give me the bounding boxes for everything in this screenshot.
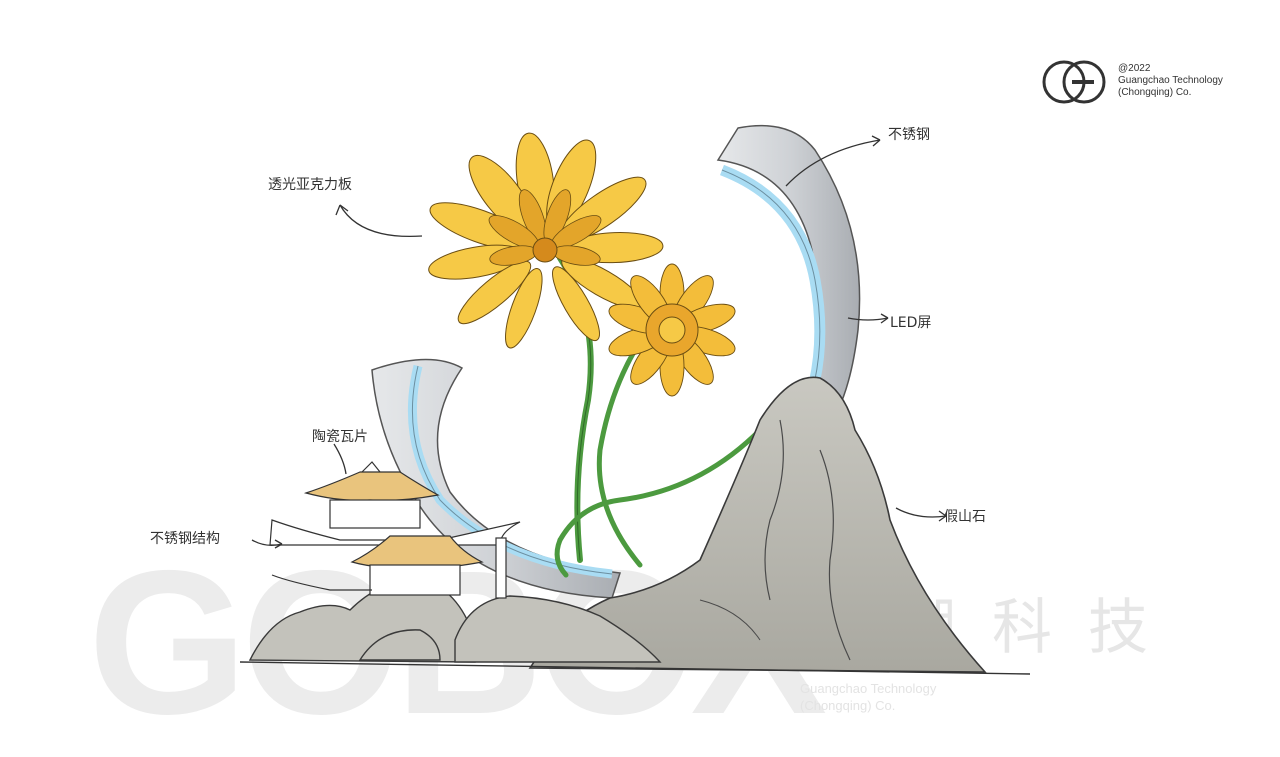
logo-company-line-2: (Chongqing) Co. <box>1118 87 1192 98</box>
arrow-flower <box>339 204 423 238</box>
large-chrysanthemum <box>428 132 664 349</box>
note-roof-tiles: 陶瓷瓦片 <box>312 429 368 445</box>
lower-left-rocks <box>248 577 662 663</box>
watermark-english-name: Guangchao Technology (Chongqing) Co. <box>800 680 936 714</box>
company-logo-icon <box>1042 60 1106 104</box>
note-rockery: 假山石 <box>944 509 986 525</box>
note-ring-material: 不锈钢 <box>888 127 930 143</box>
arrow-structure <box>251 539 283 546</box>
arrow-roof <box>333 443 347 475</box>
rockery-mountain <box>528 376 987 673</box>
note-steel-structure: 不锈钢结构 <box>150 531 220 547</box>
note-led-screen: LED屏 <box>890 315 932 331</box>
ground-line <box>239 661 1031 675</box>
arrow-led <box>847 317 889 321</box>
note-flower-material: 透光亚克力板 <box>268 177 352 193</box>
arrow-ring <box>785 139 881 187</box>
arrow-rock <box>895 507 947 518</box>
logo-company-line-1: Guangchao Technology <box>1118 75 1223 86</box>
watermark-english-line-2: (Chongqing) Co. <box>800 698 896 713</box>
logo-copyright: @2022 <box>1118 63 1151 74</box>
pavilion <box>269 461 521 599</box>
logo-text: @2022 Guangchao Technology (Chongqing) C… <box>1118 63 1223 99</box>
right-ring-arc <box>716 124 861 411</box>
watermark-english-line-1: Guangchao Technology <box>800 681 937 696</box>
small-chrysanthemum <box>608 263 736 397</box>
